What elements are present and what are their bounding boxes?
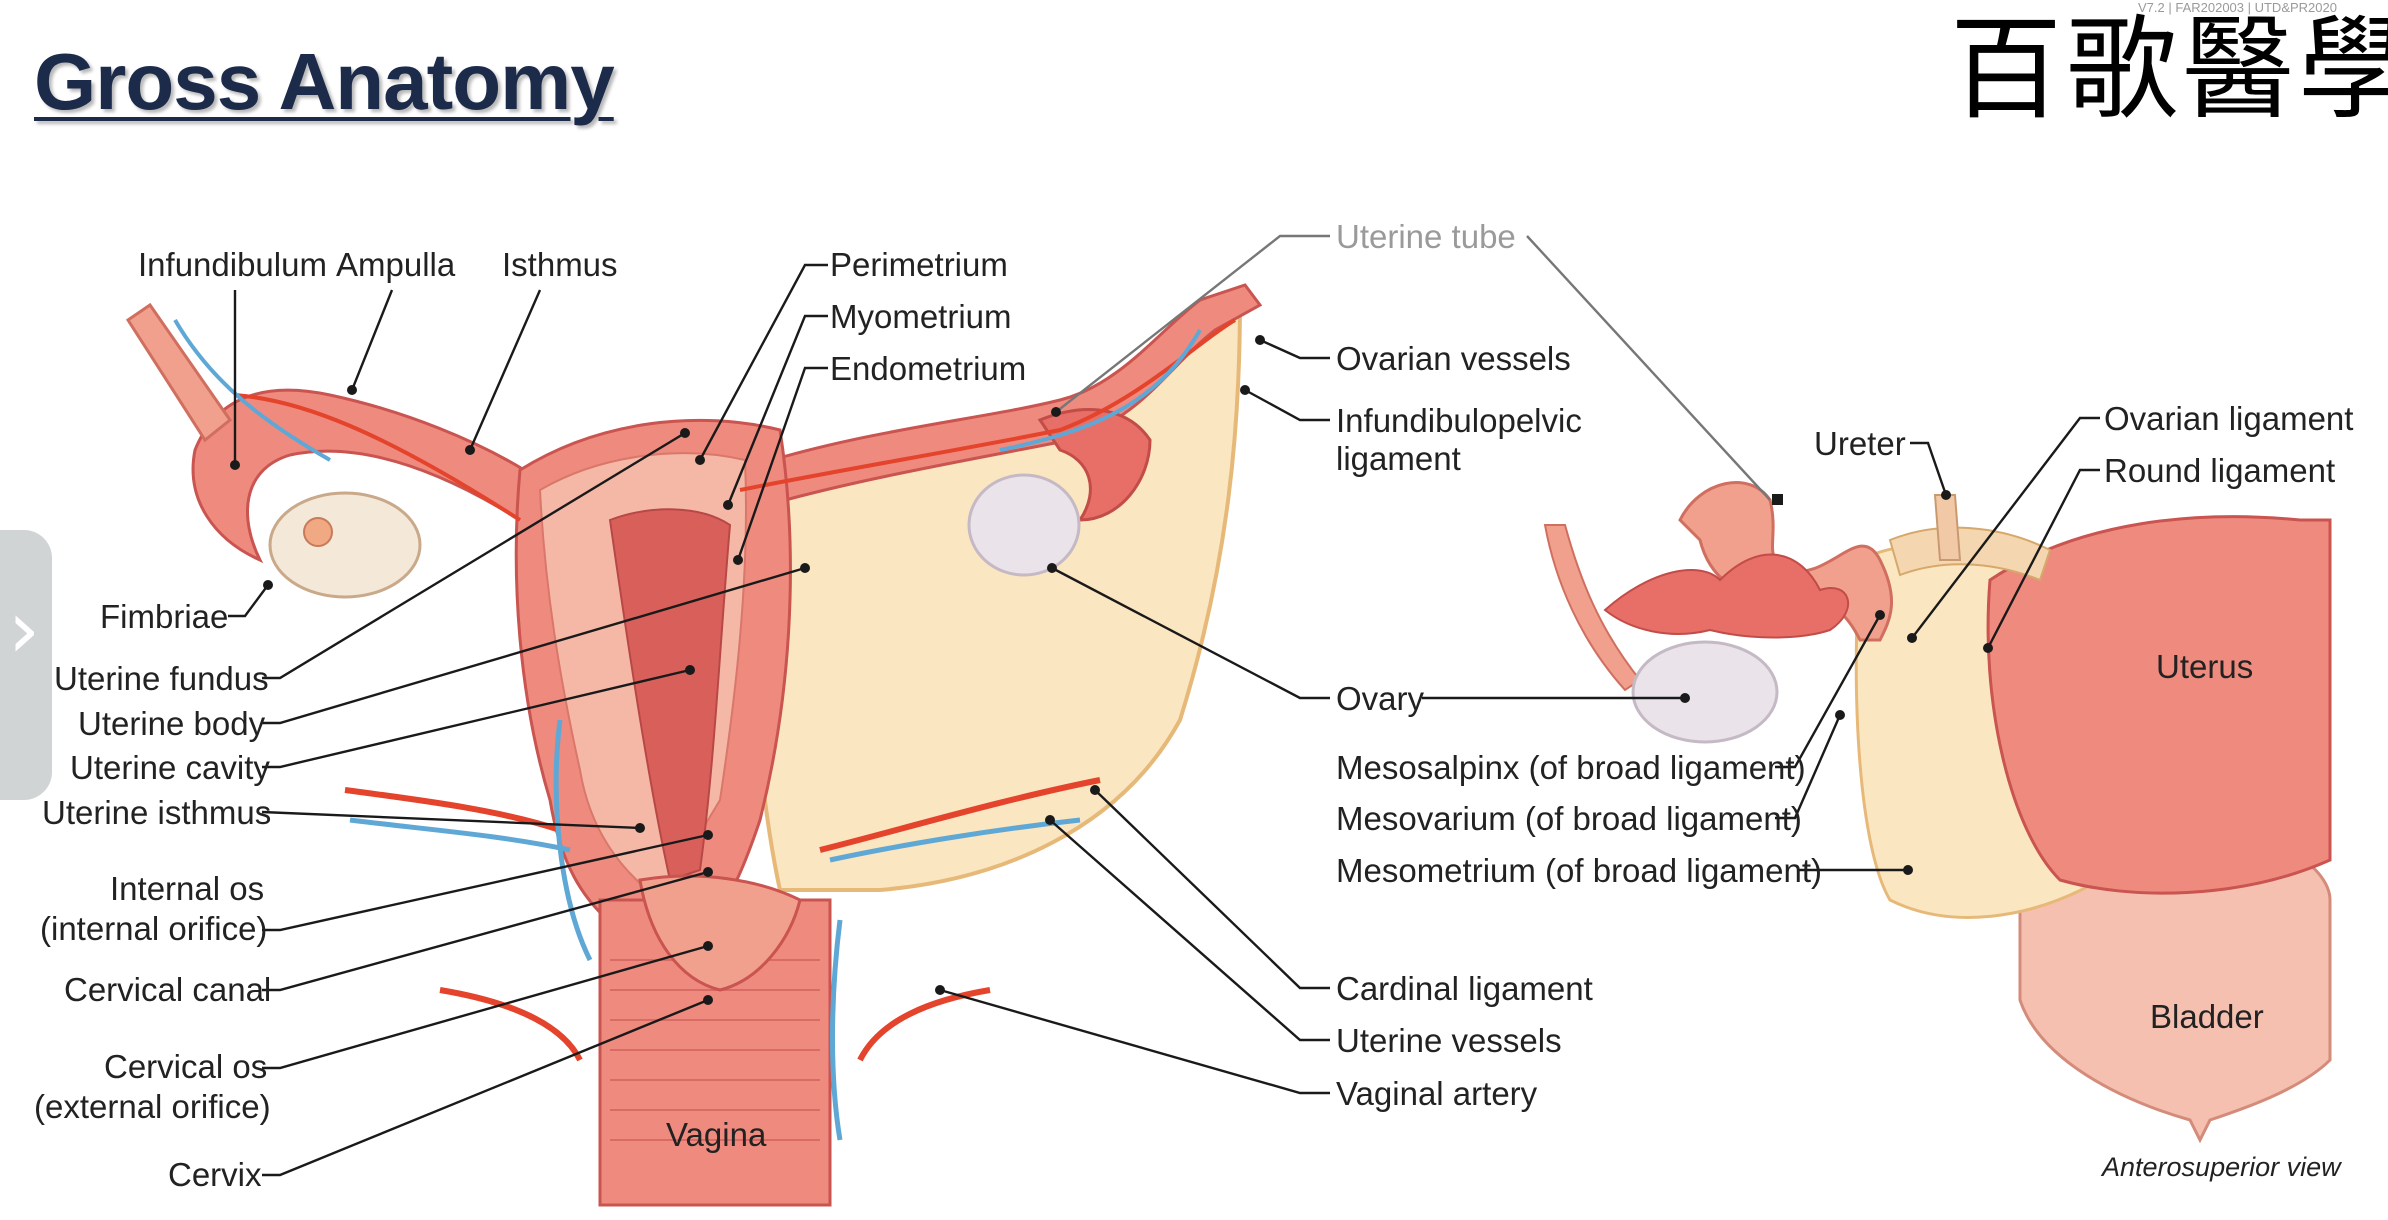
version-text: V7.2 | FAR202003 | UTD&PR2020 <box>2138 0 2337 15</box>
label-ovarian-ligament: Ovarian ligament <box>2104 400 2353 437</box>
label-cervix: Cervix <box>168 1156 262 1193</box>
uterus-right-shape <box>1986 515 2332 895</box>
label-cervical-canal: Cervical canal <box>64 971 271 1008</box>
coronal-illustration <box>125 283 1263 1207</box>
label-uterine-isthmus: Uterine isthmus <box>42 794 271 831</box>
label-ureter: Ureter <box>1814 425 1906 462</box>
label-infundibulopelvic-1: Infundibulopelvic <box>1336 402 1582 439</box>
anterosuperior-illustration <box>1543 481 2332 1144</box>
label-vagina: Vagina <box>666 1116 767 1153</box>
label-uterine-tube: Uterine tube <box>1336 218 1516 255</box>
label-view: Anterosuperior view <box>2100 1152 2342 1182</box>
uterine-cavity-shape <box>608 508 732 882</box>
page-title: Gross Anatomy <box>34 37 615 126</box>
label-myometrium: Myometrium <box>830 298 1012 335</box>
right-ovary-shape <box>967 473 1081 577</box>
label-endometrium: Endometrium <box>830 350 1026 387</box>
diagram-labels: Infundibulum Ampulla Isthmus Perimetrium… <box>34 218 2353 1193</box>
tube-artery-shape <box>234 318 1236 522</box>
label-uterine-body: Uterine body <box>78 705 266 742</box>
right-uterine-tube-shape <box>738 283 1263 512</box>
label-cervical-os-1: Cervical os <box>104 1048 267 1085</box>
broad-ligament-shape <box>737 295 1243 892</box>
label-vaginal-artery: Vaginal artery <box>1336 1075 1538 1112</box>
chevron-right-icon[interactable]: › <box>8 583 40 676</box>
left-tube-stub-shape <box>125 302 233 443</box>
label-cardinal-ligament: Cardinal ligament <box>1336 970 1593 1007</box>
label-isthmus: Isthmus <box>502 246 618 283</box>
label-uterus: Uterus <box>2156 648 2253 685</box>
label-internal-os-1: Internal os <box>110 870 264 907</box>
ovarian-follicle-shape <box>303 517 333 547</box>
label-ampulla: Ampulla <box>336 246 456 283</box>
brand-logo: 百歌醫學 <box>1950 5 2388 135</box>
label-cervical-os-2: (external orifice) <box>34 1088 271 1125</box>
right-fimbriae-2-shape <box>1603 553 1850 639</box>
label-bladder: Bladder <box>2150 998 2264 1035</box>
label-mesometrium: Mesometrium (of broad ligament) <box>1336 852 1822 889</box>
left-uterine-tube-shape <box>191 388 542 564</box>
label-mesosalpinx: Mesosalpinx (of broad ligament) <box>1336 749 1806 786</box>
leader-lines <box>228 234 2100 1177</box>
label-infundibulopelvic-2: ligament <box>1336 440 1461 477</box>
label-uterine-cavity: Uterine cavity <box>70 749 270 786</box>
label-uterine-vessels: Uterine vessels <box>1336 1022 1562 1059</box>
label-perimetrium: Perimetrium <box>830 246 1008 283</box>
label-round-ligament: Round ligament <box>2104 452 2335 489</box>
uterine-vein-shape <box>349 719 1081 1141</box>
next-slide-tab[interactable] <box>0 530 52 800</box>
label-internal-os-2: (internal orifice) <box>40 910 267 947</box>
right-ovary-2-shape <box>1631 640 1779 744</box>
uterine-artery-shape <box>344 777 1101 1062</box>
label-ovary: Ovary <box>1336 680 1425 717</box>
label-infundibulum: Infundibulum <box>138 246 327 283</box>
left-ovary-shape <box>268 491 422 599</box>
label-ovarian-vessels: Ovarian vessels <box>1336 340 1571 377</box>
label-uterine-fundus: Uterine fundus <box>54 660 269 697</box>
tube-vein-shape <box>173 318 1202 462</box>
label-fimbriae: Fimbriae <box>100 598 228 635</box>
ureter-shape <box>1933 494 1962 561</box>
label-mesovarium: Mesovarium (of broad ligament) <box>1336 800 1802 837</box>
cervix-shape <box>638 874 802 992</box>
